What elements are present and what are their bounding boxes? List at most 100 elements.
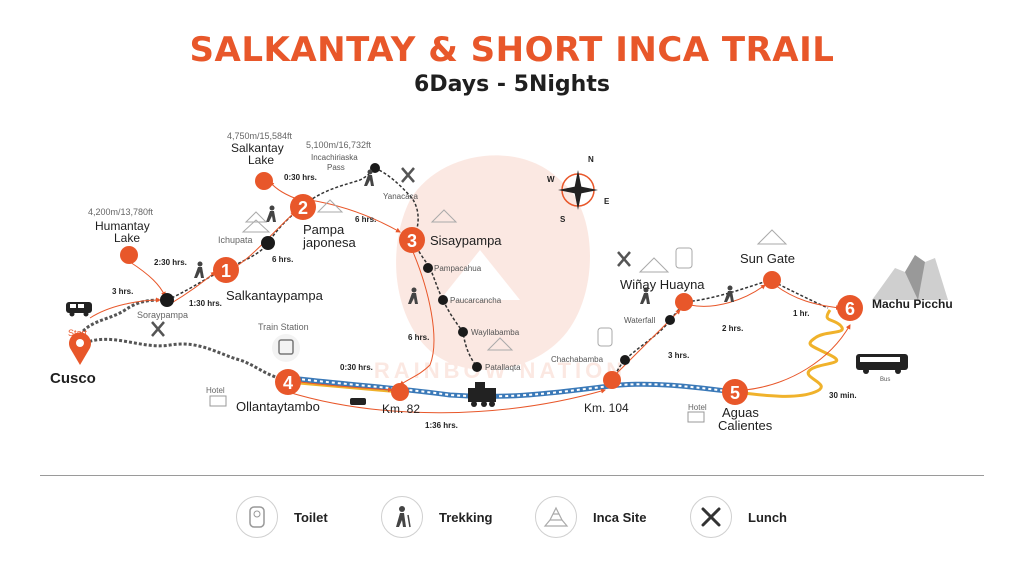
inca-site-icon: [486, 337, 514, 351]
sisaypampa-label: Sisaypampa: [430, 233, 502, 248]
compass-n: N: [588, 155, 594, 164]
start-label: Start: [68, 328, 88, 338]
inca-site-icon: [316, 199, 344, 213]
cusco-pin-icon: [69, 332, 91, 365]
stop-3: 3: [399, 227, 425, 253]
road-ollantaytambo-km82: [287, 380, 401, 394]
lunch-icon: [690, 496, 732, 538]
toilet-icon: [597, 327, 613, 347]
pampacahua-label: Pampacahua: [434, 264, 482, 273]
stop-5-number: 5: [730, 383, 740, 403]
route-map: RAINBOW NATION: [50, 131, 953, 433]
ollantaytambo-label: Ollantaytambo: [236, 399, 320, 414]
map-icons: [151, 167, 788, 423]
legend-divider: [40, 475, 984, 476]
page-subtitle: 6Days - 5Nights: [414, 72, 610, 97]
duration-sungate-mp: 1 hr.: [793, 309, 809, 318]
duration-aguas-mp: 30 min.: [829, 391, 857, 400]
duration-ollantaytambo-km104: 1:36 hrs.: [425, 421, 458, 430]
cusco-label: Cusco: [50, 370, 96, 387]
chachabamba-label: Chachabamba: [551, 355, 604, 364]
legend-item-inca-site: Inca Site: [535, 495, 646, 539]
destination-dots: [120, 172, 781, 401]
hotel-icon: [209, 395, 227, 407]
duration-pampa-lake: 0:30 hrs.: [284, 173, 317, 182]
stop-6-number: 6: [845, 299, 855, 319]
train-station-icon: [272, 334, 300, 362]
inca-site-icon: [241, 211, 271, 233]
duration-pass-sisaypampa: 6 hrs.: [355, 215, 376, 224]
bus-caption: Bus: [880, 377, 890, 383]
bus-icon: [856, 354, 908, 374]
railway: [289, 375, 736, 399]
patallaqta-label: Patallaqta: [485, 363, 521, 372]
hotel-label-1: Hotel: [206, 386, 225, 395]
pampa-japonesa-label-2: japonesa: [302, 235, 357, 250]
legend-item-trekking: Trekking: [381, 495, 492, 539]
waterfall-label: Waterfall: [624, 316, 655, 325]
machu-picchu-mountain: [872, 255, 948, 300]
trekking-icon: [640, 287, 650, 304]
stop-1: 1: [213, 257, 239, 283]
lunch-icon: [617, 251, 631, 267]
duration-soraypampa-humantay: 2:30 hrs.: [154, 258, 187, 267]
salkantay-alt-label: 4,750m/15,584ft: [227, 131, 293, 141]
inca-site-icon: [430, 209, 458, 223]
compass-icon: N E S W: [547, 155, 610, 224]
soraypampa-label: Soraypampa: [137, 310, 188, 320]
humantay-alt-label: 4,200m/13,780ft: [88, 207, 154, 217]
winay-huayna-label: Wiñay Huayna: [620, 277, 705, 292]
toilet-icon: [236, 496, 278, 538]
paucarcancha-label: Paucarcancha: [450, 296, 502, 305]
pass-alt-label: 5,100m/16,732ft: [306, 140, 372, 150]
pampa-japonesa-label-1: Pampa: [303, 222, 345, 237]
compass-s: S: [560, 215, 566, 224]
duration-km104-winay: 3 hrs.: [668, 351, 689, 360]
inca-site-icon: [638, 257, 670, 273]
duration-sisaypampa-patallaqta: 6 hrs.: [408, 333, 429, 342]
inca-site-icon: [756, 229, 788, 245]
ichupata-label: Ichupata: [218, 235, 253, 245]
watermark: RAINBOW NATION: [374, 155, 626, 383]
car-icon: [350, 398, 366, 405]
legend-label-inca-site: Inca Site: [593, 509, 647, 525]
bus-road: [734, 309, 844, 398]
stop-2: 2: [290, 194, 316, 220]
wayllabamba-label: Wayllabamba: [471, 328, 520, 337]
compass-e: E: [604, 197, 610, 206]
stop-4-number: 4: [283, 373, 293, 393]
page-title: SALKANTAY & SHORT INCA TRAIL: [189, 30, 835, 70]
legend-label-lunch: Lunch: [748, 509, 787, 525]
trekking-icon: [194, 261, 204, 278]
train-station-label: Train Station: [258, 322, 309, 332]
stop-2-number: 2: [298, 198, 308, 218]
lunch-icon: [151, 321, 165, 337]
stop-3-number: 3: [407, 231, 417, 251]
legend-item-toilet: Toilet: [236, 495, 328, 539]
trekking-icon: [381, 496, 423, 538]
place-labels: Start Cusco Soraypampa 4,200m/13,780ft H…: [50, 131, 953, 433]
km104-label: Km. 104: [584, 401, 629, 415]
watermark-text: RAINBOW NATION: [374, 358, 626, 383]
inca-site-icon: [535, 496, 577, 538]
road-cusco-ollantaytambo: [79, 337, 286, 382]
toilet-icon: [675, 247, 693, 269]
stop-5: 5: [722, 379, 748, 405]
yanacaca-label: Yanacaca: [383, 192, 419, 201]
machu-picchu-label: Machu Picchu: [872, 297, 953, 311]
humantay-label-2: Lake: [114, 231, 140, 245]
lunch-icon: [401, 167, 415, 183]
pass-label-2: Pass: [327, 163, 345, 172]
stop-6: 6: [837, 295, 863, 321]
waypoint-dots: [160, 163, 675, 372]
stop-1-number: 1: [221, 261, 231, 281]
aguas-calientes-label-2: Calientes: [718, 418, 773, 433]
duration-cusco-soraypampa: 3 hrs.: [112, 287, 133, 296]
duration-labels: 3 hrs. 2:30 hrs. 1:30 hrs. 6 hrs. 0:30 h…: [112, 173, 857, 430]
legend-item-lunch: Lunch: [690, 495, 787, 539]
salkantaypampa-label: Salkantaypampa: [226, 288, 324, 303]
trekking-icon: [266, 205, 276, 222]
duration-soraypampa-salkantaypampa: 1:30 hrs.: [189, 299, 222, 308]
duration-patallaqta-ollantaytambo: 0:30 hrs.: [340, 363, 373, 372]
legend-label-trekking: Trekking: [439, 509, 493, 525]
